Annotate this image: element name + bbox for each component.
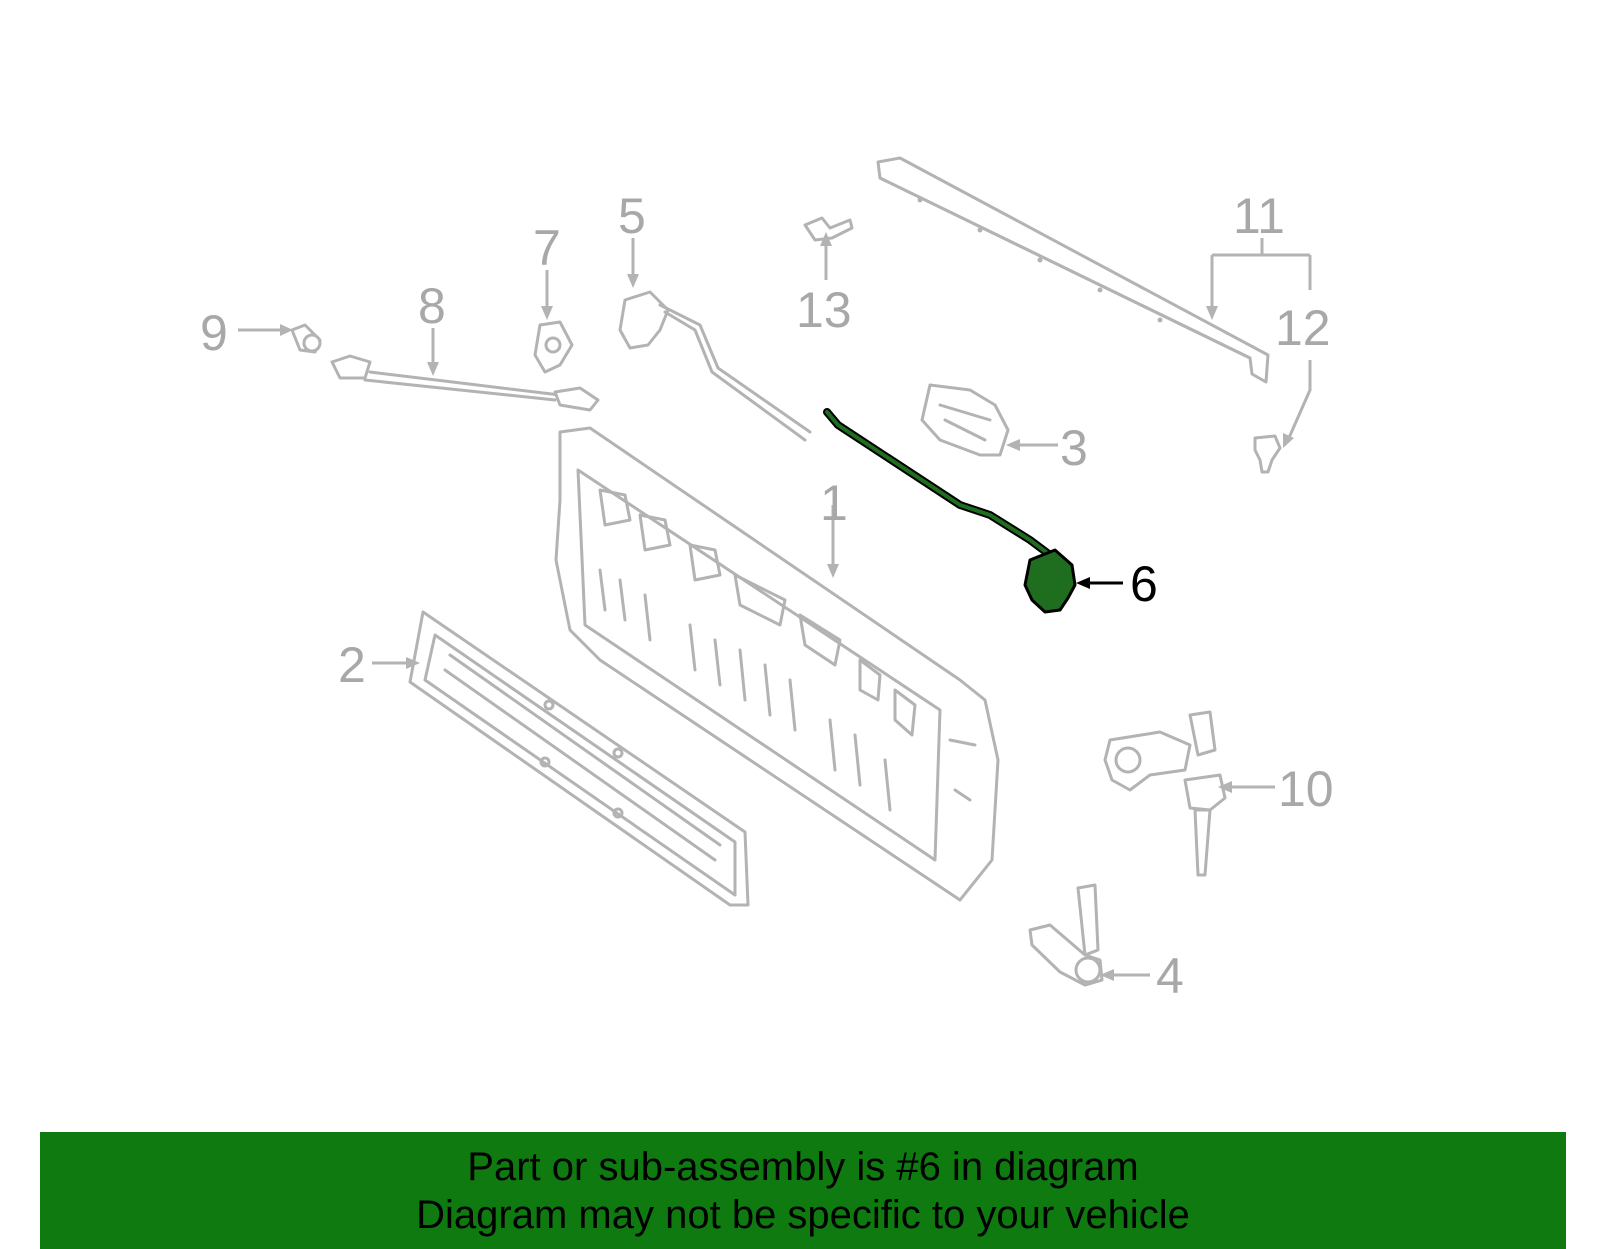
- info-banner: Part or sub-assembly is #6 in diagram Di…: [40, 1132, 1566, 1249]
- part-6-highlighted[interactable]: [823, 408, 1077, 614]
- part-9-bolt[interactable]: [290, 323, 322, 354]
- part-4-handle[interactable]: [1028, 883, 1104, 987]
- part-10-lock[interactable]: [1103, 710, 1227, 877]
- callout-13: 13: [796, 282, 852, 338]
- part-12-pin[interactable]: [1253, 434, 1282, 474]
- leader-lines: [238, 232, 1312, 981]
- part-13-clip[interactable]: [803, 216, 854, 242]
- part-7-striker[interactable]: [533, 320, 574, 374]
- part-2-panel[interactable]: [408, 610, 750, 907]
- callout-12: 12: [1275, 300, 1331, 356]
- part-1-tailgate[interactable]: [554, 426, 1000, 902]
- part-8-cable[interactable]: [330, 354, 600, 412]
- callout-3: 3: [1060, 420, 1088, 476]
- callout-1: 1: [820, 475, 848, 531]
- callout-9: 9: [200, 305, 228, 361]
- part-5-latch[interactable]: [618, 290, 812, 442]
- callout-4: 4: [1156, 948, 1184, 1004]
- callout-11: 11: [1233, 188, 1285, 244]
- callout-5: 5: [618, 188, 646, 244]
- callout-8: 8: [418, 278, 446, 334]
- callout-7: 7: [533, 220, 561, 276]
- callout-6-highlighted: 6: [1130, 556, 1158, 612]
- banner-line-2: Diagram may not be specific to your vehi…: [416, 1192, 1190, 1237]
- banner-line-1: Part or sub-assembly is #6 in diagram: [467, 1144, 1139, 1189]
- callout-2: 2: [338, 637, 366, 693]
- part-11-rail[interactable]: [876, 156, 1270, 384]
- part-3-bracket[interactable]: [920, 383, 1010, 457]
- callout-10: 10: [1278, 761, 1334, 817]
